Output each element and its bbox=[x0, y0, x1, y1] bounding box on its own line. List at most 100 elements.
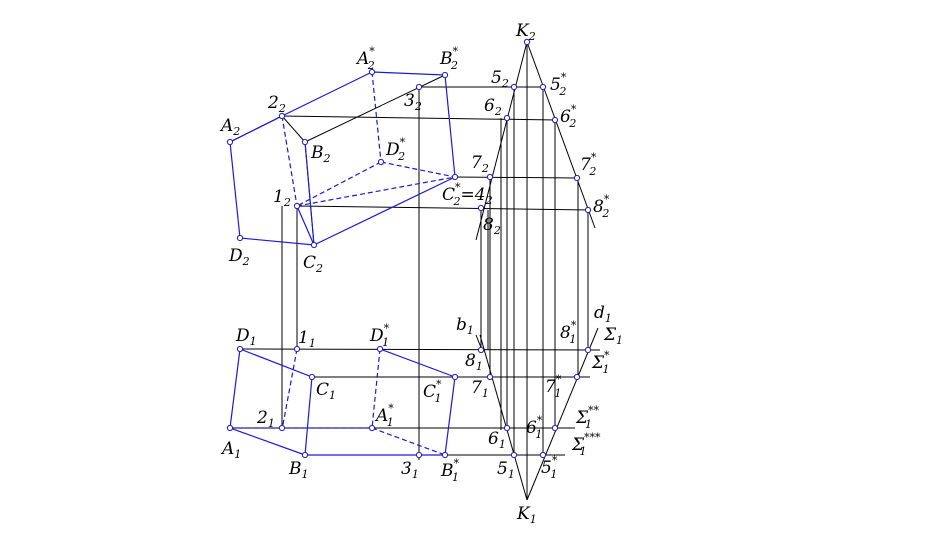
label-a1s: A*1 bbox=[374, 402, 394, 429]
label-b1-pt: B1 bbox=[288, 459, 309, 481]
a1s-b1s-hidden bbox=[371, 427, 446, 456]
label-6-1: 61 bbox=[488, 429, 506, 451]
point-c2 bbox=[310, 241, 318, 249]
label-8-2s: 8*2 bbox=[593, 193, 610, 220]
point-d2s bbox=[377, 158, 385, 166]
label-sigma-1-3star: Σ***1 bbox=[571, 431, 601, 458]
point-b1 bbox=[301, 451, 309, 459]
label-k1: K1 bbox=[516, 504, 537, 526]
label-7-2: 72 bbox=[471, 153, 489, 175]
point-c1 bbox=[308, 373, 316, 381]
point-8-1 bbox=[477, 346, 485, 354]
label-5-1s: 5*1 bbox=[541, 454, 558, 481]
a2-b2-link bbox=[281, 115, 306, 143]
a2-a2s-edge bbox=[281, 71, 373, 117]
prism-edge-b2-b2s bbox=[304, 74, 446, 143]
2-1-hidden bbox=[281, 115, 298, 207]
point-d1s bbox=[376, 345, 384, 353]
k1-d1-edge bbox=[526, 327, 599, 501]
label-a2s: A*2 bbox=[355, 45, 375, 72]
point-1-1 bbox=[293, 345, 301, 353]
point-c2s bbox=[451, 173, 459, 181]
h-line-7-2 bbox=[454, 176, 579, 179]
label-sigma-1s: Σ*1 bbox=[591, 349, 610, 376]
label-3-1: 31 bbox=[401, 459, 419, 481]
label-7-2s: 7*2 bbox=[580, 151, 597, 178]
label-1-2: 12 bbox=[273, 187, 291, 209]
label-sigma-1: Σ1 bbox=[603, 325, 623, 347]
point-a1 bbox=[226, 424, 234, 432]
point-b2s bbox=[441, 71, 449, 79]
point-3-1 bbox=[415, 451, 423, 459]
label-d2: D2 bbox=[228, 246, 250, 268]
1-c2 bbox=[296, 205, 315, 246]
labels: K2 A*2 B*2 52 5*2 22 32 62 6*2 A2 B2 D*2… bbox=[219, 21, 623, 526]
prism-top-face bbox=[229, 348, 313, 456]
point-5-2 bbox=[510, 83, 518, 91]
label-d2s: D*2 bbox=[385, 136, 406, 163]
label-b1: b1 bbox=[456, 315, 474, 337]
point-8-1s bbox=[584, 346, 592, 354]
label-d1: d1 bbox=[594, 303, 612, 325]
point-1-2 bbox=[293, 202, 301, 210]
point-a1s bbox=[368, 424, 376, 432]
label-a1: A1 bbox=[220, 439, 241, 461]
point-5-1 bbox=[510, 451, 518, 459]
point-7-1 bbox=[486, 373, 494, 381]
label-5-2: 52 bbox=[491, 68, 509, 90]
label-8-1: 81 bbox=[465, 351, 483, 373]
d2s-1-hidden bbox=[296, 161, 382, 207]
prism-figure-lines bbox=[229, 71, 456, 456]
point-6-2 bbox=[503, 114, 511, 122]
1-2-hidden-top bbox=[281, 348, 298, 431]
point-6-1 bbox=[503, 424, 511, 432]
label-2-1: 21 bbox=[256, 408, 275, 430]
point-6-2s bbox=[551, 116, 559, 124]
label-sigma-1-2star: Σ**1 bbox=[575, 404, 600, 431]
c2s-c2-edge bbox=[313, 176, 456, 246]
point-b1s bbox=[441, 451, 449, 459]
label-6-1s: 6*1 bbox=[526, 414, 543, 441]
label-b2: B2 bbox=[310, 143, 331, 165]
label-5-1: 51 bbox=[497, 459, 515, 481]
point-k2 bbox=[523, 38, 531, 46]
points bbox=[226, 38, 592, 459]
a2-2-edge bbox=[229, 115, 283, 143]
label-b2s: B*2 bbox=[439, 45, 459, 72]
label-2-2: 22 bbox=[267, 93, 286, 115]
h-line-8-2 bbox=[296, 205, 591, 211]
d2s-c2s-hidden bbox=[380, 161, 456, 178]
a2s-b2s-edge bbox=[371, 71, 446, 76]
label-d1-pt: D1 bbox=[235, 326, 257, 348]
label-c1: C1 bbox=[316, 380, 336, 402]
label-a2: A2 bbox=[219, 116, 240, 138]
1-c2s-hidden bbox=[296, 176, 456, 207]
point-2-2 bbox=[278, 112, 286, 120]
point-a2 bbox=[226, 138, 234, 146]
point-2-1 bbox=[278, 424, 286, 432]
label-c2s-4-2: C*2=42 bbox=[442, 181, 493, 208]
d1s-a1s-hidden bbox=[371, 348, 381, 429]
k1-b1-edge bbox=[479, 334, 528, 501]
point-a2s bbox=[368, 68, 376, 76]
label-6-2s: 6*2 bbox=[560, 103, 577, 130]
d1s-c1s bbox=[379, 348, 456, 378]
point-c1s bbox=[451, 373, 459, 381]
point-7-2 bbox=[486, 173, 494, 181]
label-b1s: B*1 bbox=[440, 457, 460, 484]
point-b2 bbox=[301, 138, 309, 146]
label-c1s: C*1 bbox=[423, 378, 442, 405]
label-k2: K2 bbox=[515, 21, 536, 43]
point-8-2 bbox=[477, 204, 485, 212]
point-8-2s bbox=[584, 206, 592, 214]
label-8-1s: 8*1 bbox=[560, 319, 577, 346]
point-7-1s bbox=[573, 373, 581, 381]
point-3-2 bbox=[415, 83, 423, 91]
point-7-2s bbox=[573, 174, 581, 182]
label-c2: C2 bbox=[303, 253, 323, 275]
point-d2 bbox=[236, 234, 244, 242]
a2s-d2s-hidden bbox=[371, 71, 382, 163]
point-d1 bbox=[236, 345, 244, 353]
label-7-1: 71 bbox=[471, 378, 489, 400]
